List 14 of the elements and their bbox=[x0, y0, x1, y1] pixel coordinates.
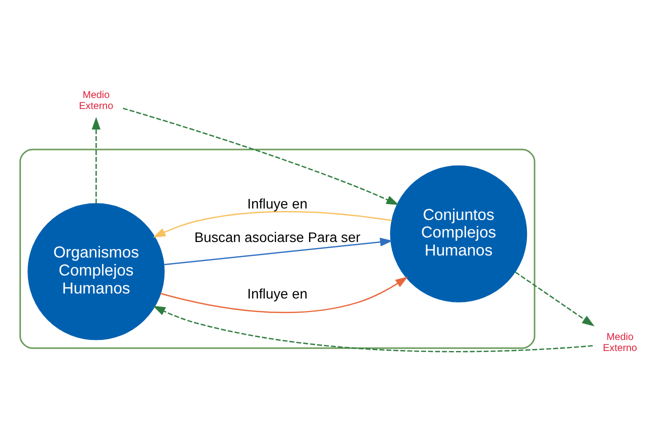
node-text: Medio Externo bbox=[602, 332, 638, 354]
arrow bbox=[152, 210, 392, 238]
arrow bbox=[164, 237, 393, 265]
arrow bbox=[152, 305, 593, 352]
arrow bbox=[514, 271, 595, 326]
node-text: Medio Externo bbox=[79, 89, 114, 112]
node-circle: Conjuntos Complejos Humanos bbox=[390, 164, 528, 302]
edge-label: Influye en bbox=[247, 285, 308, 302]
edge-label: Buscan asociarse Para ser bbox=[194, 228, 360, 245]
cluster bbox=[19, 148, 536, 348]
arrow bbox=[92, 116, 101, 204]
edge-label: Influye en bbox=[247, 194, 308, 211]
arrow bbox=[160, 276, 408, 313]
arrow bbox=[122, 107, 399, 205]
